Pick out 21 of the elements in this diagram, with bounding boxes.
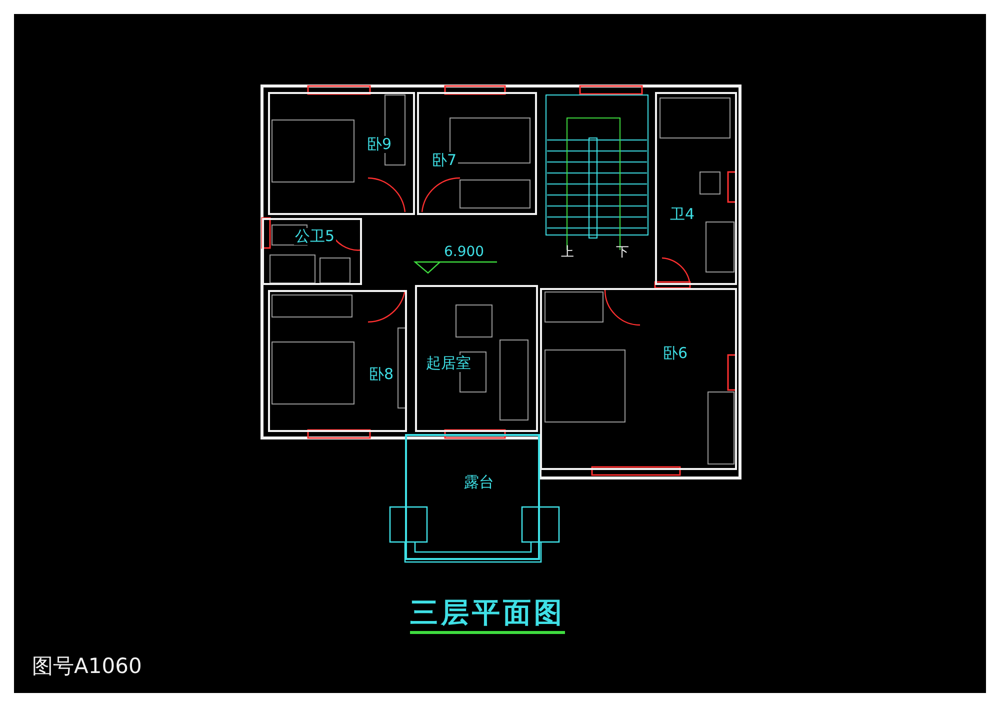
- room-label: 卧6: [662, 345, 689, 362]
- room-label: 露台: [463, 474, 495, 491]
- room-label: 卧8: [368, 366, 395, 383]
- terrace-outline: [405, 434, 540, 560]
- room-outline: [540, 288, 737, 470]
- room-outline: [417, 92, 537, 215]
- stair-up-label: 上: [561, 246, 574, 259]
- room-outline: [268, 290, 407, 432]
- drawing-number: 图号A1060: [32, 656, 142, 677]
- room-outline: [655, 92, 737, 285]
- room-outline: [268, 92, 415, 215]
- room-outline: [415, 285, 538, 432]
- room-outline: [262, 218, 362, 285]
- room-label: 卫4: [669, 206, 696, 223]
- plan-title: 三层平面图: [410, 598, 565, 634]
- stair-down-label: 下: [616, 246, 629, 259]
- room-label: 卧7: [431, 152, 458, 169]
- elevation-value: 6.900: [444, 245, 484, 259]
- room-label: 公卫5: [294, 228, 336, 245]
- room-label: 起居室: [425, 355, 472, 372]
- room-label: 卧9: [366, 136, 393, 153]
